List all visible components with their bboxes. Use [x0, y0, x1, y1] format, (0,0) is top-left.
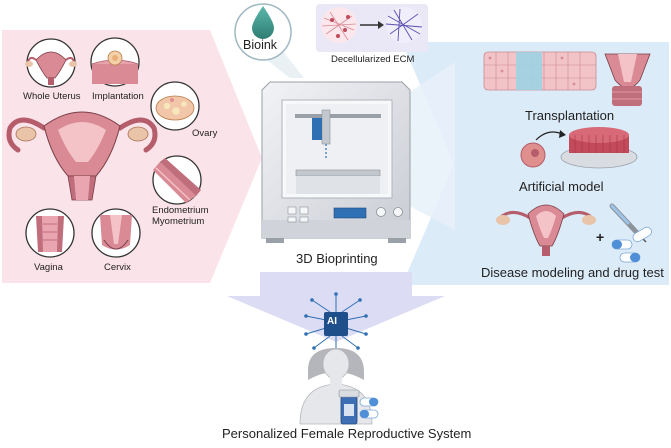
drug-syringe-pills-icon [609, 203, 652, 263]
label-disease-modeling: Disease modeling and drug test [481, 265, 664, 280]
cervix-icon [91, 208, 141, 258]
disease-uterus-icon [496, 204, 596, 256]
artificial-model-dish-icon [560, 127, 638, 169]
implantation-icon [90, 37, 140, 87]
printer-display-screen [333, 207, 367, 219]
printer-knob-1 [376, 207, 386, 217]
bioink-bubble [234, 3, 292, 61]
label-transplantation: Transplantation [525, 108, 615, 123]
label-bioink: Bioink [243, 38, 278, 52]
whole-uterus-icon [25, 38, 77, 88]
label-3d-bioprinting: 3D Bioprinting [296, 251, 378, 266]
label-artificial-model: Artificial model [519, 179, 604, 194]
label-myometrium: Myometrium [152, 216, 205, 227]
bioink-drop-icon [252, 6, 274, 39]
full-uterus-illustration [6, 111, 158, 201]
single-cell-icon [520, 130, 566, 168]
label-vagina: Vagina [34, 262, 63, 273]
label-personalized-system: Personalized Female Reproductive System [222, 426, 472, 441]
ai-chip-label: AI [327, 316, 337, 327]
label-whole-uterus: Whole Uterus [23, 91, 81, 102]
transplantation-cervix-icon [604, 53, 651, 106]
pill-bottle-icon [338, 389, 379, 425]
label-implantation: Implantation [92, 91, 144, 102]
transplantation-tissue-icon [483, 51, 597, 91]
label-cervix: Cervix [104, 262, 131, 273]
endometrium-myometrium-icon [152, 155, 202, 205]
decellularized-ecm-box [316, 4, 428, 52]
vagina-icon [25, 208, 75, 258]
label-endometrium: Endometrium [152, 205, 209, 216]
bioprinter-illustration [261, 81, 411, 243]
label-decellularized-ecm: Decellularized ECM [331, 54, 415, 65]
printer-right-wedge [398, 62, 455, 230]
label-ovary: Ovary [192, 128, 218, 139]
plus-sign: + [596, 229, 605, 245]
ovary-icon [150, 81, 200, 131]
printer-button-2 [299, 206, 309, 215]
printer-button-1 [287, 206, 297, 215]
printer-knob-2 [393, 207, 403, 217]
